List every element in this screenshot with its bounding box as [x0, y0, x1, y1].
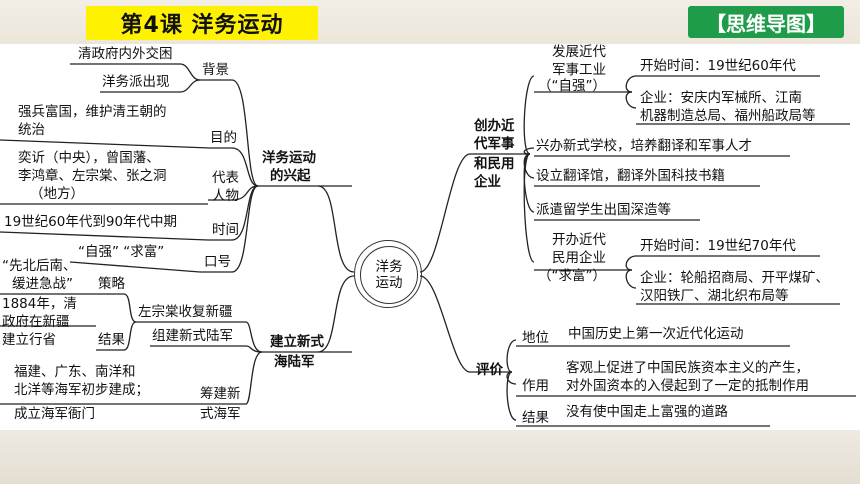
goal-text-2: 统治: [18, 122, 45, 138]
navy-text-1: 福建、广东、南洋和: [14, 364, 136, 380]
students-text: 派遣留学生出国深造等: [536, 202, 671, 218]
xinjiang-result-3: 建立行省: [2, 332, 56, 348]
figures-text-1: 奕䜣（中央），曾国藩、: [18, 150, 160, 166]
industry-title-2: 代军事: [474, 136, 515, 152]
goal-text-1: 强兵富国，维护清王朝的: [18, 104, 167, 120]
military-enterprises-2: 机器制造总局、福州船政局等: [640, 108, 816, 124]
military-label-2: 军事工业: [552, 62, 606, 78]
time-text: 19世纪60年代到90年代中期: [4, 214, 178, 230]
figures-text-2: 李鸿章、左宗棠、张之洞: [18, 168, 167, 184]
time-label: 时间: [212, 222, 239, 238]
xinjiang-result-2: 政府在新疆: [2, 314, 70, 330]
translation-text: 设立翻译馆，翻译外国科技书籍: [536, 168, 725, 184]
result-label: 结果: [522, 410, 549, 426]
civil-label-3: （“求富”）: [538, 268, 606, 284]
eval-title: 评价: [476, 362, 503, 378]
military-label-3: （“自强”）: [538, 78, 606, 94]
status-text: 中国历史上第一次近代化运动: [568, 326, 744, 342]
xinjiang-label: 左宗棠收复新疆: [138, 304, 233, 320]
status-label: 地位: [522, 330, 549, 346]
navy-label-2: 式海军: [200, 406, 241, 422]
lesson-title: 第4课 洋务运动: [86, 6, 318, 40]
xinjiang-result-1: 1884年，清: [2, 296, 77, 312]
background-label: 背景: [202, 62, 229, 78]
navy-text-2: 北洋等海军初步建成；: [14, 382, 149, 398]
strategy-text-2: 缓进急战”: [12, 276, 73, 292]
rise-branch-title-1: 洋务运动: [262, 150, 316, 166]
center-line-1: 洋务: [375, 259, 403, 275]
strategy-text-1: “先北后南、: [2, 258, 77, 274]
mindmap-badge: 【思维导图】: [688, 6, 844, 38]
civil-start-time: 开始时间：19世纪70年代: [640, 238, 796, 254]
center-node-ring: [354, 240, 422, 308]
result-label-xinjiang: 结果: [98, 332, 125, 348]
rise-branch-title-2: 的兴起: [270, 168, 311, 184]
footer-band: [0, 430, 860, 484]
effect-text-2: 对外国资本的入侵起到了一定的抵制作用: [566, 378, 809, 394]
goal-label: 目的: [210, 130, 237, 146]
background-item-2: 洋务派出现: [102, 74, 170, 90]
industry-title-4: 企业: [474, 174, 501, 190]
civil-label-1: 开办近代: [552, 232, 606, 248]
army-branch-title-2: 海陆军: [274, 354, 315, 370]
center-line-2: 运动: [375, 275, 403, 291]
navy-text-3: 成立海军衙门: [14, 406, 95, 422]
schools-text: 兴办新式学校，培养翻译和军事人才: [536, 138, 752, 154]
figures-text-3: （地方）: [30, 186, 84, 202]
civil-label-2: 民用企业: [552, 250, 606, 266]
figures-label-1: 代表: [212, 170, 239, 186]
center-node: 洋务 运动: [360, 246, 418, 304]
civil-enterprises-2: 汉阳铁厂、湖北织布局等: [640, 288, 789, 304]
land-army-text: 组建新式陆军: [152, 328, 233, 344]
civil-enterprises-1: 企业：轮船招商局、开平煤矿、: [640, 270, 829, 286]
military-label-1: 发展近代: [552, 44, 606, 60]
industry-title-3: 和民用: [474, 156, 515, 172]
military-enterprises-1: 企业：安庆内军械所、江南: [640, 90, 802, 106]
background-item-1: 清政府内外交困: [78, 46, 173, 62]
figures-label-2: 人物: [212, 188, 239, 204]
effect-text-1: 客观上促进了中国民族资本主义的产生，: [566, 360, 809, 376]
slogan-label: 口号: [204, 254, 231, 270]
industry-title-1: 创办近: [474, 118, 515, 134]
result-text: 没有使中国走上富强的道路: [566, 404, 728, 420]
effect-label: 作用: [522, 378, 549, 394]
slogan-text: “自强” “求富”: [78, 244, 165, 260]
navy-label-1: 筹建新: [200, 386, 241, 402]
strategy-label: 策略: [98, 276, 125, 292]
army-branch-title-1: 建立新式: [270, 334, 324, 350]
military-start-time: 开始时间：19世纪60年代: [640, 58, 796, 74]
